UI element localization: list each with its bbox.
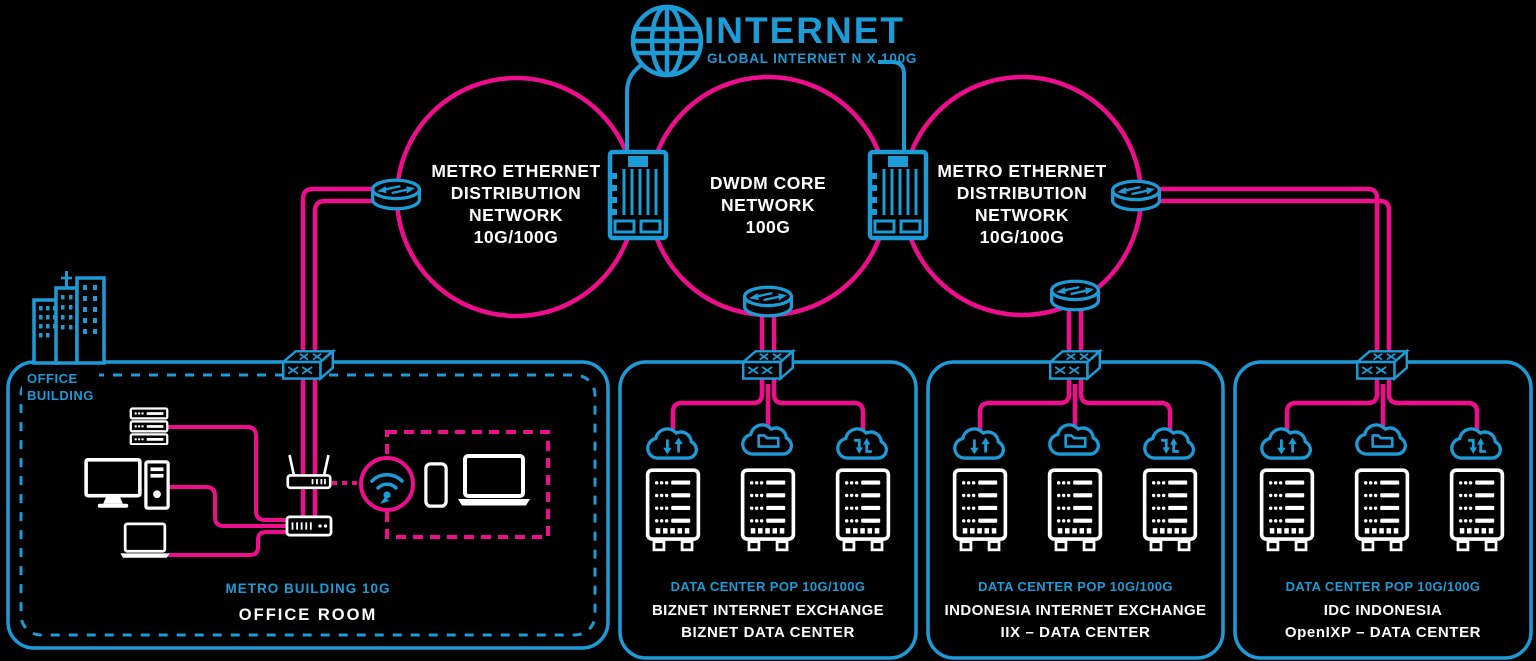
server-rack-icon	[740, 468, 796, 552]
laptop-icon-office	[119, 522, 171, 560]
office-uplink-line-1	[300, 186, 386, 521]
phone-icon	[424, 462, 448, 508]
office-uplink-line-2	[312, 198, 386, 521]
ring-label-line: DWDM CORE	[709, 173, 827, 193]
server-rack-icon	[1449, 468, 1505, 552]
office-building-label-line: OFFICE	[27, 371, 78, 386]
server-rack-icon	[1259, 468, 1315, 552]
switch-icon-dc2	[1048, 350, 1102, 380]
dc1-branch-left	[670, 300, 765, 430]
wireless-router-icon	[286, 453, 332, 490]
server-rack-icon	[1047, 468, 1103, 552]
dc3-name-line1: IDC INDONESIA	[1323, 602, 1443, 619]
ring-label-line: DISTRIBUTION	[956, 183, 1088, 203]
dc3-branch-right	[1150, 198, 1480, 430]
ring-label-metro-left: METRO ETHERNET DISTRIBUTION NETWORK 10G/…	[381, 160, 651, 248]
ring-label-line: METRO ETHERNET	[937, 161, 1107, 181]
switch-icon-dc3	[1355, 350, 1409, 380]
office-room-label: OFFICE ROOM	[238, 606, 378, 624]
laptop-icon-wireless	[456, 454, 532, 508]
cloud-sync-icon	[838, 429, 887, 458]
switch-icon-dc1	[741, 350, 795, 380]
cloud-transfer-icon	[1262, 429, 1311, 458]
dc2-branch-right	[1078, 300, 1173, 430]
server-rack-icon	[1354, 468, 1410, 552]
cloud-transfer-icon	[648, 429, 697, 458]
dc3-branch-left	[1150, 186, 1380, 430]
dc1-name-line1: BIZNET INTERNET EXCHANGE	[651, 602, 885, 619]
dc3-pop-label: DATA CENTER POP 10G/100G	[1285, 579, 1481, 594]
dc2-name-line2: IIX – DATA CENTER	[1000, 624, 1151, 641]
server-rack-icon	[952, 468, 1008, 552]
office-building-label-line: BUILDING	[27, 387, 94, 403]
server-rack-icon	[835, 468, 891, 552]
dc3-name-line2: OpenIXP – DATA CENTER	[1284, 624, 1482, 641]
dc1-branch-right	[771, 300, 866, 430]
switch-icon-office	[281, 350, 335, 380]
cloud-folder-icon	[743, 425, 792, 454]
internet-subtitle: GLOBAL INTERNET N X 100G	[707, 51, 918, 66]
dc2-branch-left	[977, 300, 1072, 430]
dc1-pop-label: DATA CENTER POP 10G/100G	[670, 579, 866, 594]
ring-label-line: METRO ETHERNET	[431, 161, 601, 181]
cloud-sync-icon	[1452, 429, 1501, 458]
cloud-sync-icon	[1145, 429, 1194, 458]
office-link-label: METRO BUILDING 10G	[225, 581, 391, 596]
ring-label-line: 10G/100G	[473, 227, 559, 247]
ring-label-line: DISTRIBUTION	[450, 183, 582, 203]
ring-label-line: NETWORK	[469, 205, 563, 225]
ring-label-dwdm-core: DWDM CORE NETWORK 100G	[633, 172, 903, 238]
city-buildings-icon	[32, 271, 106, 365]
dc1-name-line2: BIZNET DATA CENTER	[681, 624, 855, 641]
router-icon-dc1	[742, 285, 794, 318]
wifi-icon	[359, 456, 415, 512]
internet-title: INTERNET	[704, 10, 905, 51]
zone-boxes	[6, 360, 1533, 660]
dc2-name-line1: INDONESIA INTERNET EXCHANGE	[944, 602, 1207, 619]
office-inner-dashed-box	[19, 373, 597, 637]
office-building-label: OFFICE BUILDING	[22, 370, 99, 405]
server-rack-icon	[1142, 468, 1198, 552]
cloud-folder-icon	[1050, 425, 1099, 454]
ring-label-line: 100G	[745, 217, 791, 237]
ring-label-line: 10G/100G	[979, 227, 1065, 247]
ring-label-line: NETWORK	[721, 195, 815, 215]
tower-pc-icon	[144, 460, 170, 510]
cloud-folder-icon	[1357, 425, 1406, 454]
ring-label-line: NETWORK	[975, 205, 1069, 225]
access-switch-icon	[285, 515, 333, 537]
internet-uplinks	[625, 60, 906, 150]
dc2-pop-label: DATA CENTER POP 10G/100G	[978, 579, 1173, 594]
pink-links	[300, 186, 1480, 521]
desktop-icon	[84, 458, 142, 510]
router-icon-dc2	[1049, 279, 1101, 312]
cloud-transfer-icon	[955, 429, 1004, 458]
server-stack-icon	[129, 407, 169, 445]
ring-label-metro-right: METRO ETHERNET DISTRIBUTION NETWORK 10G/…	[887, 160, 1157, 248]
globe-icon	[630, 4, 704, 78]
server-rack-icon	[645, 468, 701, 552]
